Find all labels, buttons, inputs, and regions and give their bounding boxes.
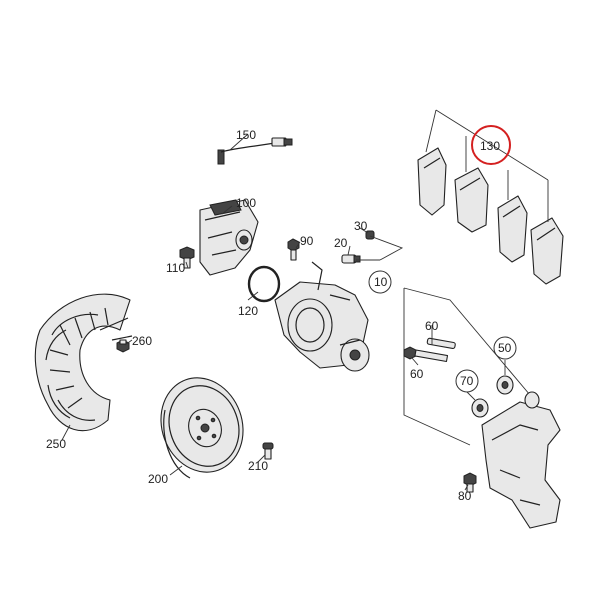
label-110: 110 [166,261,185,275]
label-30: 30 [354,219,368,233]
caliper-10 [274,261,370,372]
brake-pads-130 [417,109,564,285]
highlight-ring-130 [471,125,511,165]
guide-bolt-60b [426,337,456,350]
bolt-260 [116,339,130,353]
label-60-upper: 60 [425,319,439,333]
label-100: 100 [236,196,256,210]
guide-bolt-60 [403,346,449,363]
label-250: 250 [46,437,66,451]
callout-circle-50 [493,336,517,360]
brake-disc-200 [160,377,244,479]
label-210: 210 [248,459,268,473]
label-80: 80 [458,489,472,503]
parking-actuator-100 [199,199,259,276]
caliper-carrier [403,287,561,529]
label-130: 130 [480,139,500,153]
label-50: 50 [498,341,512,355]
bushing-50 [496,375,540,409]
label-70: 70 [460,374,474,388]
bleed-screw-20 [341,254,361,264]
bolt-80 [463,472,477,493]
label-10: 10 [374,275,388,289]
bolt-110 [179,246,195,269]
callout-circle-10 [368,270,392,294]
label-120: 120 [238,304,258,318]
label-60-lower: 60 [410,367,424,381]
label-20: 20 [334,236,348,250]
label-200: 200 [148,472,168,486]
callout-circle-70 [455,369,479,393]
splash-shield-250 [34,293,133,432]
bolt-90 [287,238,300,261]
screw-210 [262,442,274,460]
label-90: 90 [300,234,314,248]
o-ring-120 [247,265,281,303]
leader-lines [61,133,506,491]
wear-sensor-150 [217,137,293,165]
label-260: 260 [132,334,152,348]
bushing-70 [471,398,489,418]
label-150: 150 [236,128,256,142]
